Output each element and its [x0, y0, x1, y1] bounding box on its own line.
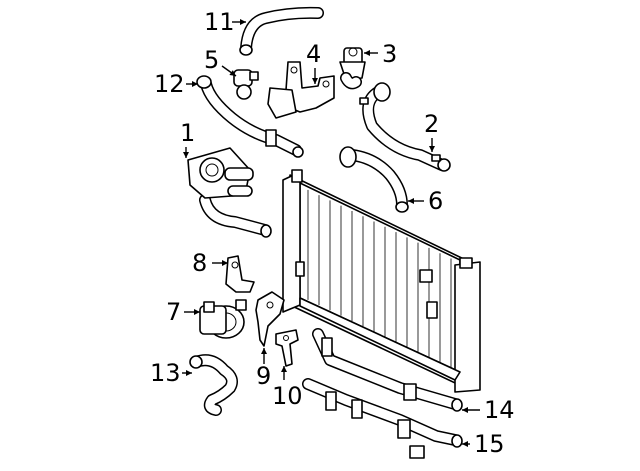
part-7-pump — [199, 299, 247, 339]
callout-9-label: 9 — [256, 362, 271, 390]
callout-12-label: 12 — [154, 70, 185, 98]
callout-3-label: 3 — [382, 40, 397, 68]
callout-7-label: 7 — [166, 298, 181, 326]
callout-10-arrowhead — [281, 366, 287, 372]
callout-9-arrowhead — [261, 348, 267, 354]
callout-3-arrowhead — [364, 50, 370, 56]
callout-7-arrowhead — [194, 309, 200, 315]
part-12-hose — [196, 75, 304, 158]
part-11-hose — [239, 6, 324, 56]
callout-13-label: 13 — [150, 359, 181, 387]
callout-13-arrowhead — [186, 370, 192, 376]
callout-15-label: 15 — [474, 430, 505, 458]
callout-11-label: 11 — [204, 8, 235, 36]
callout-6-arrowhead — [408, 198, 414, 204]
callout-15-arrowhead — [462, 441, 468, 447]
callout-11-arrowhead — [240, 19, 246, 25]
callout-5-label: 5 — [204, 46, 219, 74]
callout-4-arrowhead — [312, 78, 318, 84]
callout-1-arrowhead — [183, 152, 189, 158]
callout-4-label: 4 — [306, 40, 321, 68]
part-1-coolant-flange — [187, 147, 272, 238]
part-2-upper-hose — [359, 82, 451, 172]
callout-10-label: 10 — [272, 382, 303, 410]
callout-6-label: 6 — [428, 187, 443, 215]
callout-2-label: 2 — [424, 110, 439, 138]
part-6-hose — [339, 146, 409, 213]
callout-14-label: 14 — [484, 396, 515, 424]
part-8-bracket — [225, 255, 255, 293]
callout-8-arrowhead — [222, 260, 228, 266]
part-9-bracket — [255, 291, 285, 347]
part-4-bracket — [267, 61, 335, 119]
part-15-pipe — [302, 378, 463, 459]
callout-2-arrowhead — [429, 146, 435, 152]
radiator — [282, 169, 481, 393]
part-5-fitting — [233, 69, 259, 100]
part-13-hose — [189, 354, 238, 416]
callout-14-arrowhead — [462, 407, 468, 413]
part-3-valve — [339, 47, 366, 90]
callout-1-label: 1 — [180, 119, 195, 147]
callout-5-arrowhead — [229, 70, 236, 76]
callout-8-label: 8 — [192, 249, 207, 277]
part-14-pipe — [312, 328, 463, 412]
callout-12-arrowhead — [192, 81, 198, 87]
part-10-bracket — [275, 329, 299, 367]
